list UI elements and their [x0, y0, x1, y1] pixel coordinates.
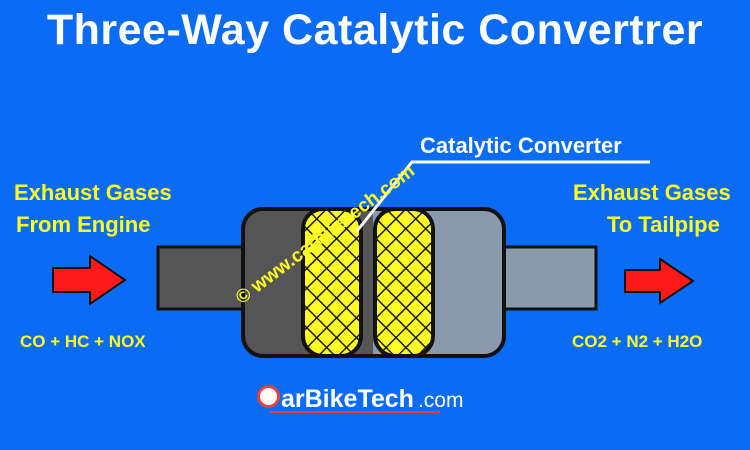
brand-name: arBikeTech: [281, 385, 414, 413]
outlet-label-line1: Exhaust Gases: [573, 180, 731, 205]
substrate-brick-2: [373, 207, 435, 358]
brand-c-icon: [257, 385, 280, 408]
substrate-brick-1: [301, 207, 363, 358]
inlet-pipe: [156, 245, 248, 311]
converter-leader-line: [355, 160, 650, 232]
catalytic-converter-label: Catalytic Converter: [420, 133, 622, 158]
outlet-pipe: [499, 245, 598, 311]
inlet-label-line2: From Engine: [16, 212, 151, 237]
outlet-formula: CO2 + N2 + H2O: [572, 332, 703, 351]
brand-logo: arBikeTech.com: [257, 385, 463, 414]
inlet-label-line1: Exhaust Gases: [14, 180, 172, 205]
brand-domain: .com: [417, 389, 464, 412]
outlet-label-line2: To Tailpipe: [607, 212, 720, 237]
diagram-title: Three-Way Catalytic Convertrer: [46, 6, 704, 54]
inlet-arrow: [52, 254, 127, 306]
outlet-arrow: [624, 257, 695, 305]
inlet-formula: CO + HC + NOX: [20, 332, 146, 351]
